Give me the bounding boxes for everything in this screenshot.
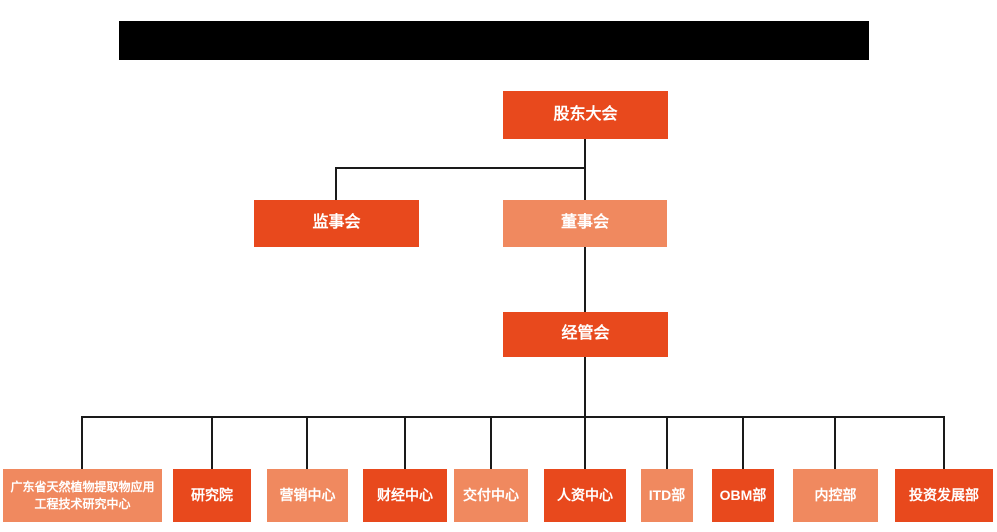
node-label: 财经中心 [377, 487, 433, 504]
node-dept-research-institute: 研究院 [173, 469, 251, 522]
connector-line [335, 167, 337, 200]
connector-line [584, 416, 586, 470]
node-dept-investment-development: 投资发展部 [895, 469, 993, 522]
node-label: 股东大会 [553, 105, 618, 123]
connector-line [943, 416, 945, 470]
connector-line [81, 416, 83, 470]
connector-line [211, 416, 213, 470]
connector-line [81, 416, 945, 418]
node-label: 监事会 [312, 214, 361, 232]
connector-line [742, 416, 744, 470]
connector-line [666, 416, 668, 470]
redacted-title-block [119, 21, 869, 60]
connector-line [584, 247, 586, 312]
node-label: 内控部 [814, 487, 857, 504]
node-dept-research-center: 广东省天然植物提取物应用工程技术研究中心 [3, 469, 162, 522]
node-dept-finance-center: 财经中心 [363, 469, 447, 522]
node-board-of-directors: 董事会 [503, 200, 667, 247]
connector-line [335, 167, 586, 169]
node-label: 董事会 [560, 214, 609, 232]
node-label: 投资发展部 [909, 487, 979, 504]
node-label: 研究院 [191, 487, 233, 504]
node-dept-internal-control: 内控部 [793, 469, 878, 522]
node-dept-delivery-center: 交付中心 [454, 469, 528, 522]
connector-line [584, 139, 586, 200]
connector-line [306, 416, 308, 470]
node-label: 经管会 [561, 325, 610, 343]
node-label: 广东省天然植物提取物应用工程技术研究中心 [10, 479, 155, 511]
node-label: OBM部 [719, 487, 767, 504]
node-dept-itd: ITD部 [641, 469, 693, 522]
node-management-committee: 经管会 [503, 312, 668, 357]
node-label: 营销中心 [279, 487, 336, 504]
connector-line [584, 357, 586, 417]
connector-line [404, 416, 406, 470]
node-dept-hr-center: 人资中心 [544, 469, 626, 522]
connector-line [490, 416, 492, 470]
node-label: 交付中心 [463, 487, 519, 504]
connector-line [834, 416, 836, 470]
node-supervisory-board: 监事会 [254, 200, 419, 247]
node-label: ITD部 [648, 487, 686, 504]
node-dept-marketing-center: 营销中心 [267, 469, 348, 522]
node-shareholders-meeting: 股东大会 [503, 91, 668, 139]
node-label: 人资中心 [557, 487, 613, 504]
node-dept-obm: OBM部 [712, 469, 774, 522]
